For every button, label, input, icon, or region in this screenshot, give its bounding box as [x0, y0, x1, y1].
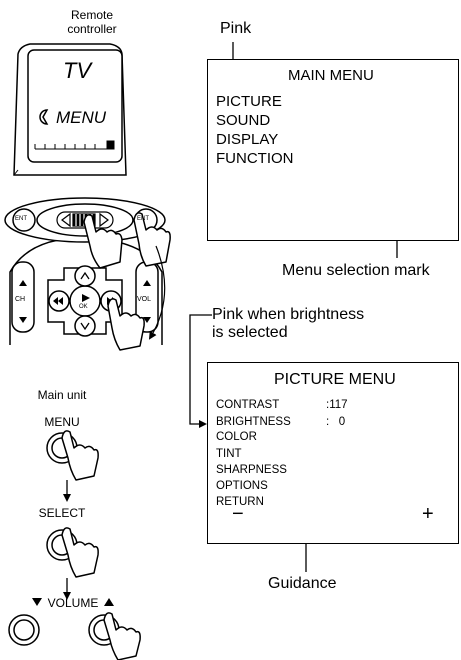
pressing-hand-icon — [61, 430, 141, 660]
remote-lcd-display — [27, 49, 123, 163]
lcd-level-scale — [34, 140, 115, 150]
plus-sign: + — [422, 503, 434, 525]
picture-menu-item-sharpness[interactable]: SHARPNESS — [216, 464, 287, 476]
main-menu-item-function[interactable]: FUNCTION — [216, 150, 294, 167]
pink-brightness-annotation: Pink when brightness is selected — [212, 306, 365, 341]
ok-label: OK — [79, 304, 88, 310]
main-volume-label: VOLUME — [47, 596, 99, 610]
remote-caption: Remote controller — [67, 8, 117, 36]
main-menu-screen: MAIN MENU PICTURE SOUND DISPLAY FUNCTION — [207, 59, 459, 241]
main-select-label: SELECT — [38, 506, 86, 520]
picture-menu-item-contrast[interactable]: CONTRAST — [216, 399, 280, 411]
pointing-hand-icon — [83, 212, 171, 351]
picture-menu-item-tint[interactable]: TINT — [216, 448, 242, 460]
contrast-value: :117 — [326, 399, 348, 411]
main-menu-item-sound[interactable]: SOUND — [216, 112, 271, 129]
lcd-tv-text: TV — [63, 58, 92, 83]
ent-left-label: ENT — [15, 216, 27, 222]
vol-label: VOL — [137, 296, 152, 303]
remote-controller-top — [13, 43, 127, 176]
ch-rocker-button[interactable] — [11, 261, 35, 333]
main-menu-label: MENU — [44, 415, 80, 429]
ch-label: CH — [15, 296, 26, 303]
jog-motion-arrow — [148, 245, 166, 340]
picture-menu-item-return[interactable]: RETURN — [216, 496, 264, 508]
volume-down-triangle — [32, 598, 42, 606]
main-unit-caption: Main unit — [37, 388, 87, 402]
picture-menu-item-color[interactable]: COLOR — [216, 431, 257, 443]
ent-left-button[interactable] — [12, 208, 36, 232]
lcd-menu-text: MENU — [56, 108, 107, 127]
volume-up-triangle — [104, 598, 114, 606]
pink-annotation: Pink — [220, 20, 252, 37]
minus-sign: − — [232, 503, 244, 525]
main-menu-title: MAIN MENU — [288, 67, 374, 84]
main-menu-item-display[interactable]: DISPLAY — [216, 131, 279, 148]
ent-right-label: ENT — [137, 216, 149, 222]
main-menu-item-picture[interactable]: PICTURE — [216, 93, 282, 110]
guidance-annotation: Guidance — [268, 575, 337, 592]
lcd-menu-icon — [39, 109, 49, 125]
picture-menu-item-options[interactable]: OPTIONS — [216, 480, 268, 492]
picture-menu-title: PICTURE MENU — [274, 371, 396, 388]
brightness-value: : 0 — [326, 416, 346, 428]
picture-menu-item-brightness[interactable]: BRIGHTNESS — [216, 416, 291, 428]
picture-menu-screen: PICTURE MENU CONTRAST :117 BRIGHTNESS : … — [207, 362, 459, 544]
brightness-pink-arrow — [189, 314, 212, 428]
menu-selection-mark-annotation: Menu selection mark — [282, 262, 430, 279]
